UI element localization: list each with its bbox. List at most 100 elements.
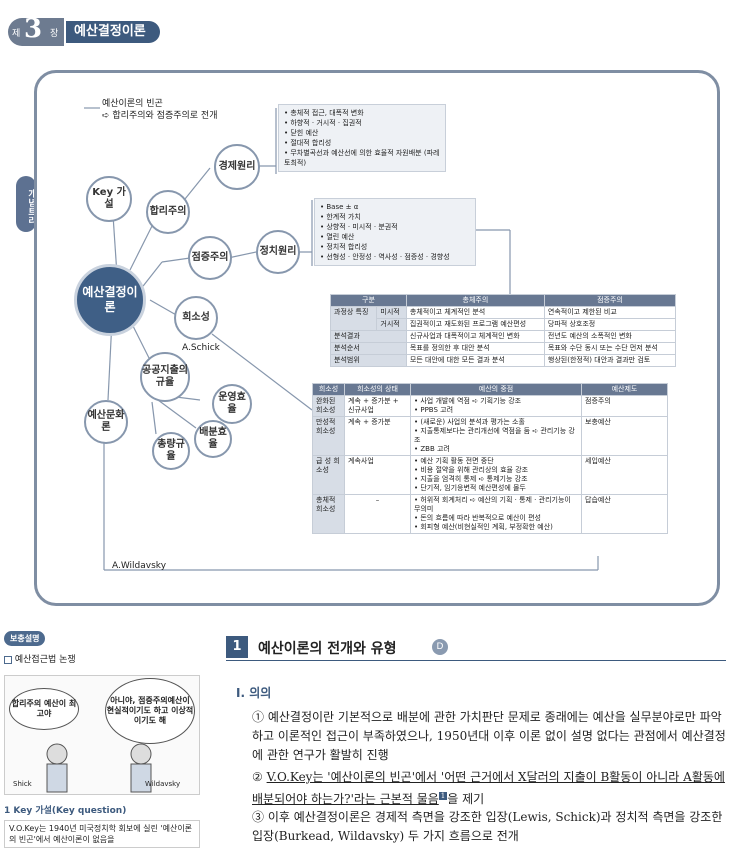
name-schick: Shick bbox=[13, 780, 32, 788]
t2-focus: 지출통제보다는 관리개선에 역점을 둠 ➪ 관리기능 강조 bbox=[414, 427, 578, 445]
concept-tree-frame bbox=[34, 70, 720, 606]
econ-item: 닫힌 예산 bbox=[284, 128, 440, 138]
chapter-je: 제 bbox=[12, 29, 21, 39]
t1-cell: 분석범위 bbox=[330, 354, 407, 367]
pol-item: 한계적 가치 bbox=[320, 212, 470, 222]
key-hypothesis-title: 1 Key 가설(Key question) bbox=[4, 806, 127, 816]
section-title: 예산이론의 전개와 유형 bbox=[258, 641, 397, 657]
note-line-1: 예산이론의 빈곤 bbox=[102, 99, 163, 109]
t1-header: 구분 bbox=[330, 294, 407, 307]
t2-type: 급 성 희소성 bbox=[312, 455, 345, 495]
t1-cell: 과정상 특징 bbox=[329, 306, 378, 331]
table-row: 과정상 특징 미시적 총체적이고 체계적인 분석 연속적이고 제한된 비교 bbox=[329, 306, 677, 331]
t2-state: – bbox=[344, 494, 411, 534]
t1-cell: 목표를 정의한 후 대안 분석 bbox=[405, 342, 545, 355]
t2-type: 총체적 희소성 bbox=[312, 494, 345, 534]
t2-system: 보충예산 bbox=[581, 416, 668, 456]
t2-focus: 사업 개발에 역점 ➪ 기획기능 강조 bbox=[414, 397, 578, 406]
node-budget-culture: 예산문화론 bbox=[84, 400, 128, 444]
footnote-marker[interactable]: 1 bbox=[438, 792, 448, 800]
paragraph-1: ① 예산결정이란 기본적으로 배분에 관한 가치판단 문제로 종래에는 예산을 … bbox=[252, 708, 726, 765]
aside-tag: 보충설명 bbox=[4, 631, 46, 646]
checkbox-icon bbox=[4, 655, 12, 664]
t2-focus: 허위적 회계처리 ➪ 예산의 기획 · 통제 · 관리기능이 무의미 bbox=[414, 496, 578, 514]
t1-header: 총체주의 bbox=[405, 294, 545, 307]
t1-cell: 미시적 bbox=[376, 306, 407, 319]
economic-principle-box: 총체적 접근, 대폭적 변화 하향적 · 거시적 · 집권적 닫힌 예산 절대적… bbox=[278, 104, 446, 172]
table-row: 급 성 희소성 계속사업 예산 기획 활동 전면 중단 비용 절약을 위해 관리… bbox=[312, 455, 668, 495]
table-row: 분석범위 모든 대안에 대한 모든 결과 분석 행상된(한정적) 대안과 결과만… bbox=[330, 354, 677, 367]
t1-cell: 연속적이고 제한된 비교 bbox=[543, 306, 677, 319]
econ-item: 총체적 접근, 대폭적 변화 bbox=[284, 108, 440, 118]
table-row: 완화된 희소성 계속 + 증가분 + 신규사업 사업 개발에 역점 ➪ 기획기능… bbox=[312, 395, 668, 417]
t1-cell: 행상된(한정적) 대안과 결과만 검토 bbox=[543, 354, 677, 367]
label-wildavsky: A.Wildavsky bbox=[112, 561, 167, 571]
econ-item: 무차별곡선과 예산선에 의한 효율적 자원배분 (파레토최적) bbox=[284, 148, 440, 168]
p2-mark: ② bbox=[252, 770, 263, 784]
p2-tail: 을 제기 bbox=[447, 792, 485, 806]
label-schick: A.Schick bbox=[182, 343, 220, 353]
t1-cell: 목표와 수단 동시 또는 수단 먼저 분석 bbox=[543, 342, 677, 355]
chapter-number: 3 bbox=[24, 14, 43, 44]
pol-item: 상향적 · 미시적 · 분권적 bbox=[320, 222, 470, 232]
t1-cell: 분석순서 bbox=[330, 342, 407, 355]
node-allocative-efficiency: 배분효율 bbox=[194, 420, 232, 458]
econ-item: 하향적 · 거시적 · 집권적 bbox=[284, 118, 440, 128]
t1-cell: 총체적이고 체계적인 분석 bbox=[405, 306, 545, 319]
table-row: 총체적 희소성 – 허위적 회계처리 ➪ 예산의 기획 · 통제 · 관리기능이… bbox=[312, 494, 668, 534]
node-aggregate-discipline: 총량규율 bbox=[152, 432, 190, 470]
paragraph-2: ② V.O.Key는 '예산이론의 빈곤'에서 '어떤 근거에서 X달러의 지출… bbox=[252, 768, 726, 809]
p3-text: 이후 예산결정이론은 경제적 측면을 강조한 입장(Lewis, Schick)… bbox=[252, 810, 723, 843]
t2-focus: 회피형 예산(비현실적인 계획, 부정확한 예산) bbox=[414, 523, 578, 532]
t1-cell: 거시적 bbox=[376, 318, 407, 331]
t2-system: 점증주의 bbox=[581, 395, 668, 417]
comparison-table: 구분 총체주의 점증주의 과정상 특징 미시적 총체적이고 체계적인 분석 연속… bbox=[329, 294, 677, 367]
node-political-principle: 정치원리 bbox=[256, 230, 300, 274]
note-line-2: ➪ 합리주의와 점증주의로 전개 bbox=[102, 111, 218, 121]
table-row: 만성적 희소성 계속 + 증가분 (새로운) 사업의 분석과 평가는 소홀 지출… bbox=[312, 416, 668, 456]
t2-focus: 비용 절약을 위해 관리상의 효율 강조 bbox=[414, 466, 578, 475]
cartoon-panel: 합리주의 예산이 최고야 아니야, 점증주의예산이 현실적이기도 하고 이상적이… bbox=[4, 675, 200, 795]
name-wildavsky: Wildavsky bbox=[145, 780, 181, 788]
t1-cell: 전년도 예산의 소폭적인 변화 bbox=[543, 330, 677, 343]
node-rationalism: 합리주의 bbox=[146, 190, 190, 234]
node-budget-decision-theory: 예산결정이론 bbox=[74, 264, 146, 336]
t2-focus: (새로운) 사업의 분석과 평가는 소홀 bbox=[414, 418, 578, 427]
chapter-header: 제 3 장 예산결정이론 bbox=[8, 14, 168, 46]
t1-cell: 당파적 상호조정 bbox=[543, 318, 677, 331]
t1-cell: 분석결과 bbox=[330, 330, 407, 343]
subsection-title: Ⅰ. 의의 bbox=[236, 686, 272, 700]
p3-mark: ③ bbox=[252, 810, 265, 824]
speech-bubble-rational: 합리주의 예산이 최고야 bbox=[9, 688, 79, 730]
p1-mark: ① bbox=[252, 710, 265, 724]
t2-focus: PPBS 고려 bbox=[414, 406, 578, 415]
t2-state: 계속사업 bbox=[344, 455, 411, 495]
node-operational-efficiency: 운영효율 bbox=[212, 384, 252, 424]
econ-item: 절대적 합리성 bbox=[284, 138, 440, 148]
speech-bubble-incremental: 아니야, 점증주의예산이 현실적이기도 하고 이상적이기도 해 bbox=[105, 678, 195, 744]
node-incrementalism: 점증주의 bbox=[188, 236, 232, 280]
pol-item: 열린 예산 bbox=[320, 232, 470, 242]
key-hypothesis-text: V.O.Key는 1940년 미국정치학 회보에 실린 '예산이론의 빈곤'에서… bbox=[4, 820, 200, 848]
aside-panel: 보충설명 예산접근법 논쟁 합리주의 예산이 최고야 아니야, 점증주의예산이 … bbox=[4, 626, 200, 848]
table-row: 분석순서 목표를 정의한 후 대안 분석 목표와 수단 동시 또는 수단 먼저 … bbox=[330, 342, 677, 355]
paragraph-3: ③ 이후 예산결정이론은 경제적 측면을 강조한 입장(Lewis, Schic… bbox=[252, 808, 726, 846]
t2-system: 답습예산 bbox=[581, 494, 668, 534]
t1-header: 점증주의 bbox=[543, 294, 677, 307]
section-rule bbox=[226, 660, 726, 661]
concept-tree-tab: 개념트리 bbox=[16, 176, 36, 232]
t2-focus: 예산 기획 활동 전면 중단 bbox=[414, 457, 578, 466]
section-header: 1 예산이론의 전개와 유형 D bbox=[226, 636, 726, 661]
t1-cell: 신규사업과 대폭적이고 체계적인 변화 bbox=[405, 330, 545, 343]
cartoon-figures-icon bbox=[46, 743, 152, 793]
node-public-expenditure-discipline: 공공지출의규율 bbox=[140, 352, 190, 402]
t2-state: 계속 + 증가분 bbox=[344, 416, 411, 456]
t2-system: 세입예산 bbox=[581, 455, 668, 495]
p2-text: V.O.Key는 '예산이론의 빈곤'에서 '어떤 근거에서 X달러의 지출이 … bbox=[252, 770, 725, 806]
difficulty-badge: D bbox=[432, 639, 448, 655]
node-economic-principle: 경제원리 bbox=[214, 144, 260, 190]
political-principle-box: Base ± α 한계적 가치 상향적 · 미시적 · 분권적 열린 예산 정치… bbox=[314, 198, 476, 266]
table-row: 분석결과 신규사업과 대폭적이고 체계적인 변화 전년도 예산의 소폭적인 변화 bbox=[330, 330, 677, 343]
t2-type: 완화된 희소성 bbox=[312, 395, 345, 417]
aside-topic-row: 예산접근법 논쟁 bbox=[4, 652, 200, 665]
